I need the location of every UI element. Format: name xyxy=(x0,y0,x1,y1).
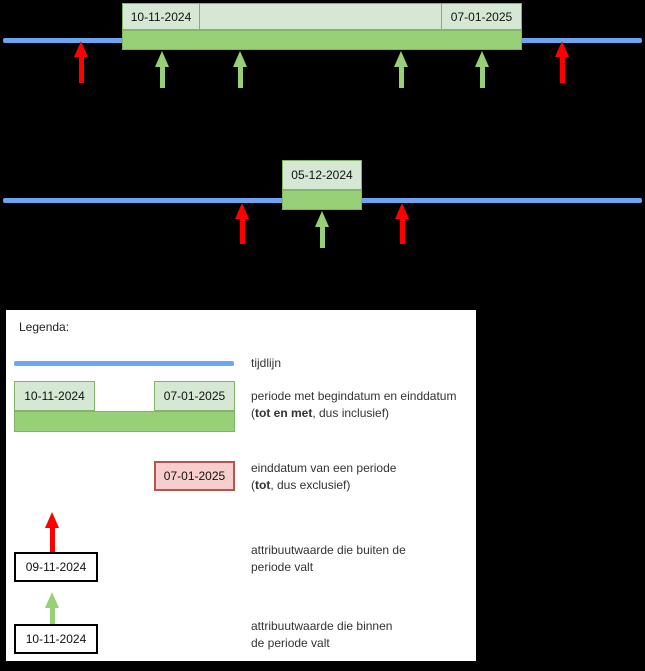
legend-inside-label-line1: attribuutwaarde die binnen xyxy=(251,619,393,633)
arrow-head xyxy=(233,51,247,67)
legend-timeline-label: tijdlijn xyxy=(251,356,282,370)
legend-exclusive-label: einddatum van een periode (tot, dus excl… xyxy=(251,460,396,494)
legend-title: Legenda: xyxy=(19,320,70,334)
period-top-end-date: 07-01-2025 xyxy=(442,3,522,30)
legend-arrow-red-icon xyxy=(45,512,59,552)
line2-prefix: ( xyxy=(251,406,255,420)
arrow-up-red-icon xyxy=(395,203,409,244)
arrow-shaft xyxy=(479,67,485,88)
legend-period-start-date: 10-11-2024 xyxy=(14,381,95,411)
arrow-head xyxy=(74,41,88,57)
arrow-head xyxy=(45,512,59,528)
arrow-up-red-icon xyxy=(74,41,88,83)
arrow-head xyxy=(155,51,169,67)
legend-arrow-green-icon xyxy=(45,592,59,624)
legend-period-end-box: 07-01-2025 xyxy=(154,381,235,411)
arrow-up-red-icon xyxy=(555,41,569,83)
arrow-up-green-icon xyxy=(233,51,247,88)
legend-outside-label-line2: periode valt xyxy=(251,560,314,574)
arrow-head xyxy=(555,41,569,57)
arrow-up-red-icon xyxy=(235,203,249,244)
period-middle-header: 05-12-2024 xyxy=(282,160,362,190)
legend-period-start-box: 10-11-2024 xyxy=(14,381,95,411)
period-top-header: 10-11-2024 07-01-2025 xyxy=(122,3,522,30)
arrow-head xyxy=(475,51,489,67)
line2-prefix: ( xyxy=(251,478,255,492)
arrow-head xyxy=(235,203,249,219)
arrow-up-green-icon xyxy=(394,51,408,88)
legend-period-end-date: 07-01-2025 xyxy=(154,381,235,411)
legend-inside-label-line2: de periode valt xyxy=(251,636,330,650)
arrow-shaft xyxy=(49,608,55,624)
arrow-shaft xyxy=(237,67,243,88)
arrow-head xyxy=(395,203,409,219)
period-middle-date: 05-12-2024 xyxy=(282,160,362,190)
legend-outside-label-line1: attribuutwaarde die buiten de xyxy=(251,543,406,557)
arrow-up-green-icon xyxy=(315,211,329,248)
period-top-start-date: 10-11-2024 xyxy=(122,3,200,30)
arrow-shaft xyxy=(398,67,404,88)
period-top-band xyxy=(122,30,522,50)
arrow-head xyxy=(45,592,59,608)
arrow-shaft xyxy=(78,57,84,83)
period-middle-band xyxy=(282,190,362,210)
legend-period-label-line1: periode met begindatum en einddatum xyxy=(251,389,457,403)
line2-bold: tot en met xyxy=(255,406,313,420)
arrow-head xyxy=(315,211,329,227)
legend-period-band xyxy=(14,411,235,432)
arrow-shaft xyxy=(49,528,55,552)
legend-inside-date-box: 10-11-2024 xyxy=(14,624,98,654)
arrow-head xyxy=(394,51,408,67)
legend-inside-label: attribuutwaarde die binnen de periode va… xyxy=(251,618,392,652)
legend-outside-date-box: 09-11-2024 xyxy=(14,552,98,582)
arrow-shaft xyxy=(239,219,245,244)
legend-outside-label: attribuutwaarde die buiten de periode va… xyxy=(251,542,406,576)
line2-suffix: , dus exclusief) xyxy=(270,478,351,492)
line2-suffix: , dus inclusief) xyxy=(312,406,390,420)
arrow-shaft xyxy=(559,57,565,83)
legend-period-label-line2: (tot en met, dus inclusief) xyxy=(251,405,456,422)
legend-timeline-sample xyxy=(14,361,234,366)
legend-exclusive-end-box: 07-01-2025 xyxy=(154,461,235,491)
arrow-shaft xyxy=(319,227,325,248)
legend-exclusive-label-line2: (tot, dus exclusief) xyxy=(251,477,396,494)
legend-panel: Legenda: tijdlijn 10-11-2024 07-01-2025 … xyxy=(4,308,478,663)
arrow-shaft xyxy=(399,219,405,244)
arrow-shaft xyxy=(159,67,165,88)
legend-period-label: periode met begindatum en einddatum (tot… xyxy=(251,388,456,422)
arrow-up-green-icon xyxy=(475,51,489,88)
arrow-up-green-icon xyxy=(155,51,169,88)
legend-exclusive-label-line1: einddatum van een periode xyxy=(251,461,397,475)
line2-bold: tot xyxy=(255,478,271,492)
period-top-middle-cell xyxy=(200,3,442,30)
